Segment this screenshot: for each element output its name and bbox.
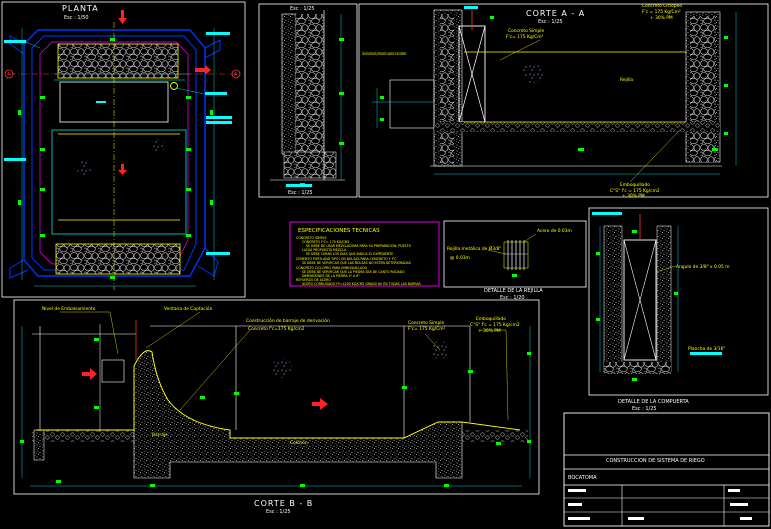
svg-text:Concreto Ciclopeo: Concreto Ciclopeo xyxy=(642,3,682,9)
svg-text:Colchón: Colchón xyxy=(290,439,308,446)
svg-text:SE DEBE DE VERIFICAR QUE LAS B: SE DEBE DE VERIFICAR QUE LAS BOLSAS NO E… xyxy=(302,261,411,265)
flow-arrow-icon xyxy=(312,398,328,410)
small-section: Esc : 1/25 Esc : 1/25 xyxy=(270,6,345,196)
gate-title: DETALLE DE LA COMPUERTA xyxy=(618,399,689,405)
small-section-frame xyxy=(258,3,358,198)
specs-title: ESPECIFICACIONES TECNICAS xyxy=(298,228,380,234)
svg-text:Construcción de barraje de der: Construcción de barraje de derivación xyxy=(246,317,330,324)
svg-text:Nivel de Embalsamiento: Nivel de Embalsamiento xyxy=(42,306,96,312)
title-block-project: CONSTRUCCION DE SISTEMA DE RIEGO xyxy=(606,458,705,464)
svg-text:@ 0.03m: @ 0.03m xyxy=(450,255,470,261)
grate-scale: Esc : 1/20 xyxy=(500,295,525,301)
plan-title: PLANTA xyxy=(62,4,99,13)
svg-text:Rejilla metálica de Ø3/8": Rejilla metálica de Ø3/8" xyxy=(447,245,501,252)
gate-detail-frame xyxy=(588,207,769,396)
svg-text:Barraje: Barraje xyxy=(152,432,168,438)
svg-text:SE DEBE DE VERIFICAR QUE LA PI: SE DEBE DE VERIFICAR QUE LA PIEDRA SEA D… xyxy=(302,270,405,274)
section-bb-title: CORTE B - B xyxy=(254,499,313,508)
svg-text:Canal de construcción y demarc: Canal de construcción y demarcación a em… xyxy=(362,50,406,57)
svg-text:A: A xyxy=(234,72,238,78)
svg-text:C°S° f'c = 175 Kg/cm2: C°S° f'c = 175 Kg/cm2 xyxy=(470,322,520,328)
flow-arrow-icon xyxy=(118,164,127,175)
section-marker-left xyxy=(4,69,14,79)
svg-text:DIMENSIONES DE LA PIEDRA 4" A: DIMENSIONES DE LA PIEDRA 4" A 6" xyxy=(302,274,360,278)
svg-text:Emboquillado: Emboquillado xyxy=(476,316,506,322)
svg-text:Concreto Simple: Concreto Simple xyxy=(508,28,544,34)
plan-view-frame xyxy=(1,1,246,298)
svg-text:Plancha de 3/16": Plancha de 3/16" xyxy=(688,346,725,352)
svg-text:Emboquillado: Emboquillado xyxy=(620,182,650,188)
svg-text:CONCRETO F'C= 175 KG/CM2: CONCRETO F'C= 175 KG/CM2 xyxy=(302,240,349,244)
flow-arrow-icon xyxy=(82,368,97,380)
flow-arrow-icon xyxy=(195,65,211,75)
gate-scale: Esc : 1/25 xyxy=(632,406,657,412)
section-aa: CORTE A - A Esc : 1/25 Canal de construc… xyxy=(362,3,737,199)
svg-text:Angulo de 3/8" x 0.05 m: Angulo de 3/8" x 0.05 m xyxy=(676,264,729,270)
svg-text:Concreto f'c=175 Kg/cm2: Concreto f'c=175 Kg/cm2 xyxy=(248,326,305,332)
svg-text:LLEGA PROPUESTA MEZCLA: LLEGA PROPUESTA MEZCLA xyxy=(302,248,347,252)
svg-text:Esc : 1/25: Esc : 1/25 xyxy=(290,6,315,12)
svg-text:ACERO CORRUGADO FY=4200 KG/CM2: ACERO CORRUGADO FY=4200 KG/CM2 GRADO 60 … xyxy=(302,282,421,286)
grate-detail: Acero de 0.03m Rejilla metálica de Ø3/8"… xyxy=(447,228,572,301)
svg-text:Rejilla: Rejilla xyxy=(620,77,633,83)
svg-text:Acero de 0.03m: Acero de 0.03m xyxy=(537,228,572,234)
section-bb: Nivel de Embalsamiento Ventana de Captac… xyxy=(20,305,531,515)
svg-text:SE DEBE CURAR LOS DIAS QUE IND: SE DEBE CURAR LOS DIAS QUE INDICA EL EXP… xyxy=(306,252,393,256)
plan-view: PLANTA Esc : 1/50 A A xyxy=(4,4,241,290)
svg-text:A: A xyxy=(7,72,11,78)
gate-detail: Angulo de 3/8" x 0.05 m Plancha de 3/16"… xyxy=(592,212,729,412)
plan-scale: Esc : 1/50 xyxy=(64,15,89,21)
small-section-scale: Esc : 1/25 xyxy=(288,190,313,196)
flow-arrow-icon xyxy=(118,10,127,24)
section-marker-right xyxy=(231,69,241,79)
svg-text:REFUERZO DE ACERO: REFUERZO DE ACERO xyxy=(296,278,331,282)
svg-text:F'c= 175 Kg/Cm²: F'c= 175 Kg/Cm² xyxy=(408,326,445,332)
svg-text:F'c= 175 Kg/Cm²: F'c= 175 Kg/Cm² xyxy=(506,34,543,40)
section-aa-title: CORTE A - A xyxy=(526,9,585,18)
svg-text:+ 30% PM: + 30% PM xyxy=(622,193,645,199)
title-block-sheet-label: BOCATOMA xyxy=(568,475,597,481)
section-aa-scale: Esc : 1/25 xyxy=(538,19,563,25)
grate-title: DETALLE DE LA REJILLA xyxy=(484,288,543,294)
svg-text:CONCRETO SIMPLE: CONCRETO SIMPLE xyxy=(296,236,326,240)
svg-text:+ 30% PM: + 30% PM xyxy=(650,15,673,21)
svg-text:C°S° f'c = 175 Kg/cm2: C°S° f'c = 175 Kg/cm2 xyxy=(610,188,660,194)
svg-text:CONCRETO CICLOPEO PARA EMBOQUI: CONCRETO CICLOPEO PARA EMBOQUILLADO xyxy=(296,266,368,270)
svg-text:SE DEBE DE USAR MEZCLADORA PAR: SE DEBE DE USAR MEZCLADORA PARA SU PREPA… xyxy=(306,244,412,248)
svg-text:Ventana de Captación: Ventana de Captación xyxy=(164,305,213,312)
grate-detail-frame xyxy=(443,220,587,288)
svg-text:+ 30% PM: + 30% PM xyxy=(478,328,501,334)
bb-section-frame xyxy=(13,299,540,495)
svg-text:Concreto Simple: Concreto Simple xyxy=(408,320,444,326)
section-bb-scale: Esc : 1/25 xyxy=(266,509,291,515)
section-aa-frame xyxy=(358,3,769,198)
title-block: CONSTRUCCION DE SISTEMA DE RIEGO BOCATOM… xyxy=(563,412,770,527)
svg-text:F'c = 175 Kg/Cm²: F'c = 175 Kg/Cm² xyxy=(642,9,681,15)
technical-specs-box: ESPECIFICACIONES TECNICAS CONCRETO SIMPL… xyxy=(289,221,440,287)
svg-text:CEMENTO PORTLAND TIPO I EN BOL: CEMENTO PORTLAND TIPO I EN BOLSAS PARA C… xyxy=(296,257,397,261)
